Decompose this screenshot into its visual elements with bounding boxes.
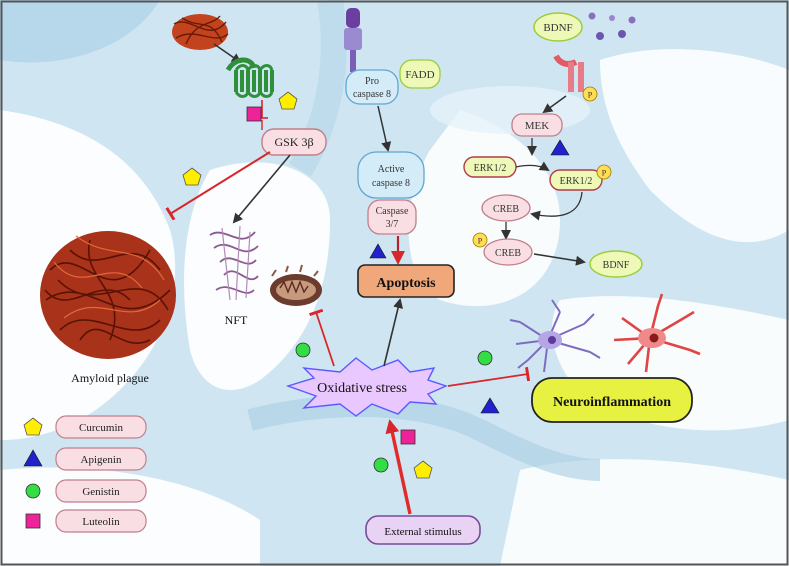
arrow-pro-to-active xyxy=(377,105,392,152)
gsk3b-label: GSK 3β xyxy=(274,135,313,149)
oxidative-stress-burst xyxy=(285,357,448,417)
pro-caspase8-line2: caspase 8 xyxy=(353,89,391,100)
erk-left-label: ERK1/2 xyxy=(474,163,507,174)
legend-item-curcumin: Curcumin xyxy=(23,415,147,439)
phospho-erk xyxy=(596,164,612,180)
luteolin-marker-receptor xyxy=(246,106,262,122)
inhibit-oxidative-mitochondria xyxy=(309,308,335,367)
active-caspase8-line1: Active xyxy=(378,164,405,175)
phospho-creb xyxy=(472,232,488,248)
gsk3b-box xyxy=(261,128,327,156)
legend-curcumin-icon xyxy=(23,417,43,436)
apoptosis-box xyxy=(357,264,455,298)
apigenin-marker-caspase xyxy=(369,243,387,259)
astrocyte-cell-image xyxy=(613,293,701,373)
caspase37-box xyxy=(367,199,417,235)
phospho-trk-label: P xyxy=(588,91,593,100)
arrow-trk-to-mek xyxy=(542,95,567,114)
nft-image xyxy=(209,225,259,301)
bdnf-dots xyxy=(588,12,636,40)
legend-item-apigenin: Apigenin xyxy=(23,447,147,471)
active-caspase8-box xyxy=(357,151,425,199)
genistin-marker-external xyxy=(373,457,389,473)
fadd-label: FADD xyxy=(405,69,434,81)
apoptosis-label: Apoptosis xyxy=(376,276,436,291)
genistin-marker-mitochondria xyxy=(295,342,311,358)
curcumin-marker-external xyxy=(413,460,433,479)
amyloid-label: Amyloid plague xyxy=(71,371,149,385)
legend-genistin-label: Genistin xyxy=(82,486,120,498)
legend-apigenin-icon xyxy=(23,449,43,467)
curcumin-marker-amyloid xyxy=(182,167,202,186)
arrow-creb-to-bdnf xyxy=(533,253,586,266)
erk-right-box xyxy=(549,169,603,191)
legend-item-luteolin: Luteolin xyxy=(25,509,147,533)
legend-apigenin-label: Apigenin xyxy=(81,454,122,466)
phospho-erk-label: P xyxy=(602,169,607,178)
bdnf-top-label: BDNF xyxy=(543,22,572,34)
legend: Curcumin Apigenin Genistin Luteolin xyxy=(23,415,147,533)
luteolin-marker-external xyxy=(400,429,416,445)
legend-genistin-icon xyxy=(25,483,41,499)
creb-top-box xyxy=(481,194,531,222)
microglia-cell-image xyxy=(509,299,601,373)
creb-bottom-label: CREB xyxy=(495,248,521,259)
bdnf-top-box xyxy=(533,12,583,42)
arrow-oxidative-to-apoptosis xyxy=(383,298,403,367)
mek-box xyxy=(511,113,563,137)
inhibit-gsk-amyloid xyxy=(165,151,271,221)
caspase37-line2: 3/7 xyxy=(386,219,399,230)
genistin-marker-neuro xyxy=(477,350,493,366)
arrow-external-to-oxidative xyxy=(385,419,412,515)
external-stimulus-label: External stimulus xyxy=(384,526,461,538)
creb-top-label: CREB xyxy=(493,204,519,215)
pro-caspase8-box xyxy=(345,69,399,105)
arrow-gsk-to-nft xyxy=(232,154,291,224)
arrow-erk-to-perk xyxy=(515,161,550,172)
inhibit-oxidative-neuroinflammation xyxy=(447,366,531,387)
fadd-box xyxy=(399,59,441,89)
apigenin-marker-neuro xyxy=(480,397,500,414)
apigenin-marker-mek xyxy=(550,139,570,156)
legend-item-genistin: Genistin xyxy=(25,479,147,503)
receptor-gpcr xyxy=(225,57,274,98)
arrow-amyloid-to-receptor xyxy=(213,43,242,64)
arrow-perk-to-creb xyxy=(530,191,583,221)
trk-receptor xyxy=(553,54,584,92)
phospho-trk xyxy=(582,86,598,102)
phospho-creb-label: P xyxy=(478,237,483,246)
legend-luteolin-icon xyxy=(25,513,41,529)
bdnf-bottom-label: BDNF xyxy=(603,260,630,271)
erk-right-label: ERK1/2 xyxy=(560,176,593,187)
neuroinflammation-label: Neuroinflammation xyxy=(553,395,671,410)
curcumin-marker-receptor xyxy=(278,91,298,110)
amyloid-clump-small xyxy=(172,14,229,50)
nft-label: NFT xyxy=(225,313,248,327)
legend-curcumin-label: Curcumin xyxy=(79,422,123,434)
legend-luteolin-label: Luteolin xyxy=(82,516,120,528)
active-caspase8-line2: caspase 8 xyxy=(372,178,410,189)
death-receptor xyxy=(344,8,362,72)
amyloid-plaque-image xyxy=(40,231,176,359)
external-stimulus-box xyxy=(365,515,481,545)
mek-label: MEK xyxy=(525,120,550,132)
bdnf-bottom-box xyxy=(589,250,643,278)
mitochondria-image xyxy=(270,264,322,306)
oxidative-stress-label: Oxidative stress xyxy=(317,381,407,396)
creb-bottom-box xyxy=(483,238,533,266)
neuroinflammation-box xyxy=(531,377,693,423)
pro-caspase8-line1: Pro xyxy=(365,76,379,87)
caspase37-line1: Caspase xyxy=(376,206,409,217)
